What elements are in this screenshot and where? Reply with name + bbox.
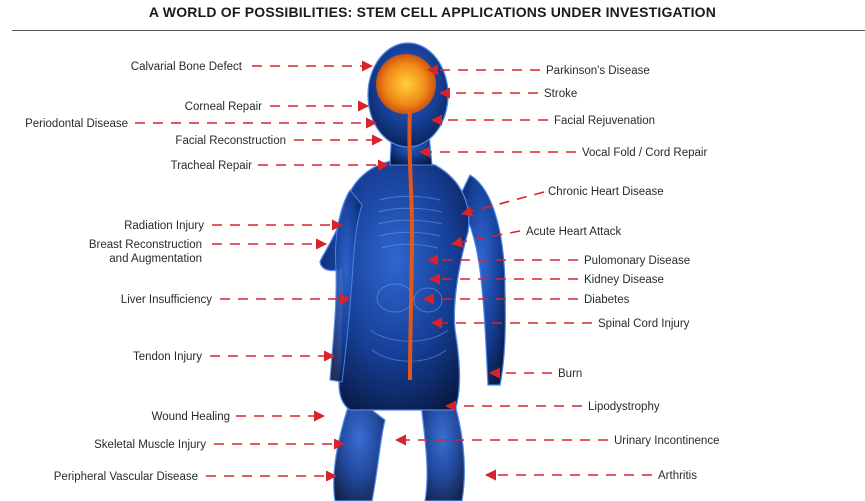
label-pulomonary-disease: Pulomonary Disease [584,255,690,267]
label-facial-reconstruction: Facial Reconstruction [175,135,286,147]
label-burn: Burn [558,368,582,380]
left-labels: Calvarial Bone Defect Corneal Repair Per… [25,61,286,483]
label-tracheal-repair: Tracheal Repair [171,160,253,172]
label-corneal-repair: Corneal Repair [185,101,263,113]
label-wound-healing: Wound Healing [152,411,230,423]
label-lipodystrophy: Lipodystrophy [588,401,660,413]
label-chronic-heart-disease: Chronic Heart Disease [548,186,664,198]
label-breast-reconstruction: Breast Reconstruction [89,239,202,251]
label-liver-insufficiency: Liver Insufficiency [121,294,212,306]
label-radiation-injury: Radiation Injury [124,220,204,232]
label-acute-heart-attack: Acute Heart Attack [526,226,621,238]
label-vocal-fold-cord-repair: Vocal Fold / Cord Repair [582,147,707,159]
right-labels: Parkinson's Disease Stroke Facial Rejuve… [526,65,719,482]
label-facial-rejuvenation: Facial Rejuvenation [554,115,655,127]
human-body-figure [320,43,505,501]
label-arthritis: Arthritis [658,470,697,482]
label-parkinsons-disease: Parkinson's Disease [546,65,650,77]
label-periodontal-disease: Periodontal Disease [25,118,128,130]
label-spinal-cord-injury: Spinal Cord Injury [598,318,690,330]
label-stroke: Stroke [544,88,577,100]
label-and-augmentation: and Augmentation [109,253,202,265]
label-peripheral-vascular-disease: Peripheral Vascular Disease [54,471,198,483]
brain-glow [376,54,436,114]
label-calvarial-bone-defect: Calvarial Bone Defect [131,61,243,73]
label-urinary-incontinence: Urinary Incontinence [614,435,719,447]
label-skeletal-muscle-injury: Skeletal Muscle Injury [94,439,206,451]
label-diabetes: Diabetes [584,294,630,306]
label-tendon-injury: Tendon Injury [133,351,202,363]
label-kidney-disease: Kidney Disease [584,274,664,286]
